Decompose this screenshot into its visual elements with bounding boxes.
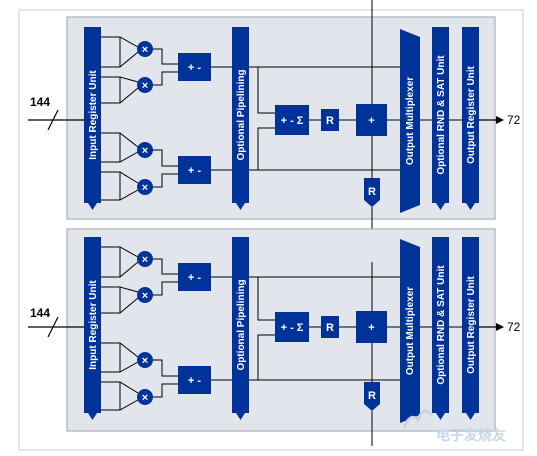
input-width-label: 144 bbox=[30, 306, 50, 320]
accumulator-label: + - Σ bbox=[281, 115, 304, 127]
output-register-unit bbox=[462, 237, 479, 420]
accumulator-label: + - Σ bbox=[281, 322, 304, 334]
dsp-block-1: 144 Input Register Unit × × × × bbox=[28, 0, 521, 262]
pipeline-output-wires bbox=[249, 66, 400, 171]
multiplier-symbol: × bbox=[142, 145, 148, 157]
multiplier-2: × bbox=[137, 287, 153, 303]
adder-2 bbox=[178, 156, 211, 184]
multiplier-symbol: × bbox=[142, 182, 148, 194]
r-bypass-label: R bbox=[368, 186, 376, 198]
r-bypass-label: R bbox=[368, 390, 376, 402]
multiplier-symbol: × bbox=[142, 80, 148, 92]
accumulator-adder bbox=[275, 312, 309, 342]
input-register-label: Input Register Unit bbox=[88, 280, 99, 370]
multiplier-symbol: × bbox=[142, 290, 148, 302]
accumulator-adder bbox=[275, 105, 309, 135]
dsp-block-2: 144 Input Register Unit × × × × bbox=[28, 228, 521, 446]
r-register-label: R bbox=[326, 322, 334, 334]
multiplier-4: × bbox=[137, 179, 153, 195]
optional-pipelining bbox=[232, 237, 249, 420]
final-adder-label: + bbox=[368, 115, 374, 127]
bus-slash bbox=[47, 316, 59, 338]
multiplexer-label: Output Multiplexer bbox=[405, 287, 416, 375]
output-width-label: 72 bbox=[507, 320, 521, 334]
adder-label: + - bbox=[188, 165, 201, 177]
adder-1 bbox=[178, 53, 211, 81]
adder-label: + - bbox=[188, 62, 201, 74]
optional-pipelining bbox=[232, 27, 249, 210]
r-register-label: R bbox=[326, 115, 334, 127]
pipelining-label: Optional Pipelining bbox=[236, 279, 247, 370]
watermark-logo-icon bbox=[402, 409, 434, 429]
watermark-text: 电子发烧友 bbox=[436, 427, 506, 443]
mult-to-adder-wires bbox=[153, 258, 178, 398]
rnd-sat-unit bbox=[432, 27, 449, 210]
rnd-sat-unit bbox=[432, 237, 449, 420]
output-multiplexer bbox=[400, 239, 420, 423]
input-wires bbox=[101, 246, 139, 411]
r-bypass-register bbox=[364, 382, 380, 411]
multiplier-2: × bbox=[137, 77, 153, 93]
multiplier-4: × bbox=[137, 389, 153, 405]
multiplier-symbol: × bbox=[142, 355, 148, 367]
output-multiplexer bbox=[400, 29, 420, 213]
adder-label: + - bbox=[188, 375, 201, 387]
r-register bbox=[321, 316, 339, 338]
input-register-unit bbox=[84, 237, 101, 420]
adder-2 bbox=[178, 366, 211, 394]
adder-label: + - bbox=[188, 272, 201, 284]
input-register-unit bbox=[84, 27, 101, 210]
r-register bbox=[321, 109, 339, 131]
multiplexer-label: Output Multiplexer bbox=[405, 77, 416, 165]
rnd-sat-label: Optional RND & SAT Unit bbox=[436, 265, 447, 385]
final-adder-label: + bbox=[368, 322, 374, 334]
pipeline-output-wires bbox=[249, 276, 400, 381]
pipelining-label: Optional Pipelining bbox=[236, 69, 247, 160]
final-adder bbox=[356, 104, 387, 136]
multiplier-3: × bbox=[137, 142, 153, 158]
input-width-label: 144 bbox=[30, 95, 50, 109]
multiplier-symbol: × bbox=[142, 44, 148, 56]
mult-to-adder-wires bbox=[153, 48, 178, 188]
output-width-label: 72 bbox=[507, 113, 521, 127]
input-wires bbox=[101, 36, 139, 201]
output-register-label: Output Register Unit bbox=[466, 275, 477, 373]
multiplier-1: × bbox=[137, 251, 153, 267]
multiplier-symbol: × bbox=[142, 392, 148, 404]
multiplier-1: × bbox=[137, 41, 153, 57]
watermark: 电子发烧友 bbox=[402, 409, 506, 443]
bus-slash bbox=[47, 109, 59, 131]
output-register-label: Output Register Unit bbox=[466, 65, 477, 163]
input-register-label: Input Register Unit bbox=[88, 70, 99, 160]
rnd-sat-label: Optional RND & SAT Unit bbox=[436, 55, 447, 175]
final-adder bbox=[356, 311, 387, 343]
multiplier-symbol: × bbox=[142, 254, 148, 266]
adder-1 bbox=[178, 263, 211, 291]
output-register-unit bbox=[462, 27, 479, 210]
r-bypass-register bbox=[364, 178, 380, 207]
multiplier-3: × bbox=[137, 352, 153, 368]
